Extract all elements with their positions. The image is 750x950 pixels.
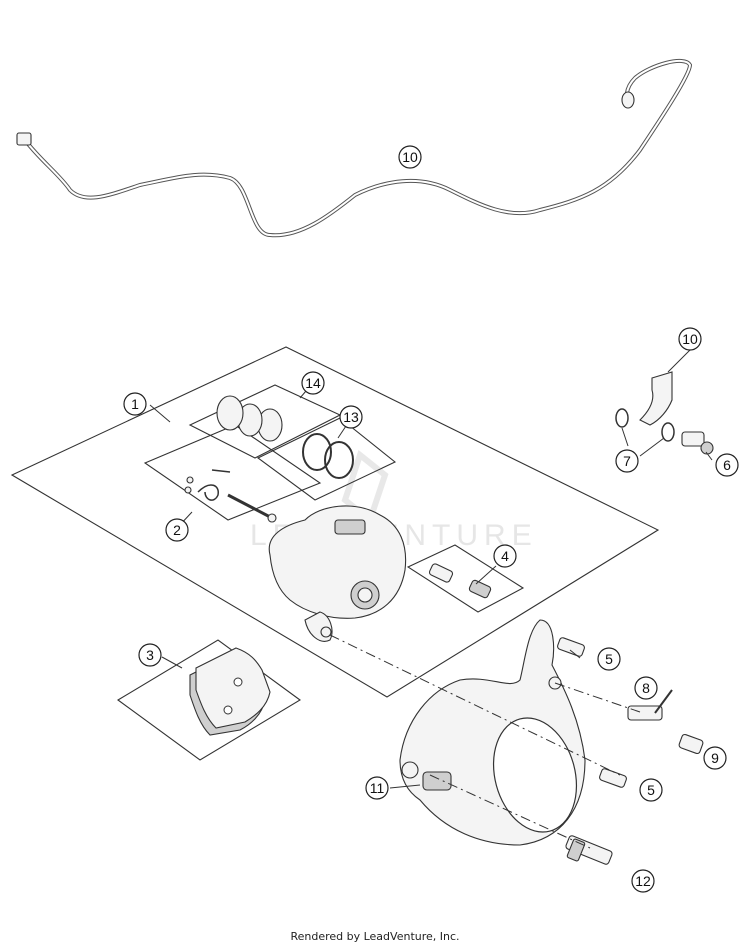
callout-11: 11 bbox=[365, 776, 389, 800]
callout-7: 7 bbox=[615, 449, 639, 473]
svg-text:7: 7 bbox=[623, 453, 631, 469]
svg-text:1: 1 bbox=[131, 396, 139, 412]
callout-1: 1 bbox=[123, 392, 147, 416]
svg-text:6: 6 bbox=[723, 457, 731, 473]
svg-text:3: 3 bbox=[146, 647, 154, 663]
svg-text:11: 11 bbox=[370, 780, 385, 796]
footer-credit: Rendered by LeadVenture, Inc. bbox=[290, 930, 460, 943]
callout-3: 3 bbox=[138, 643, 162, 667]
brake-hose bbox=[16, 59, 693, 238]
svg-text:13: 13 bbox=[343, 409, 359, 425]
callout-2: 2 bbox=[165, 518, 189, 542]
assembly-line-sensor bbox=[554, 682, 641, 713]
screw bbox=[678, 733, 704, 755]
bleeder-kit-boundary bbox=[406, 544, 525, 613]
callout-13: 13 bbox=[339, 405, 363, 429]
svg-text:10: 10 bbox=[402, 149, 418, 165]
seal-rings bbox=[302, 433, 354, 479]
callout-4: 4 bbox=[493, 544, 517, 568]
callout-10-right: 10 bbox=[678, 327, 702, 351]
callout-9: 9 bbox=[703, 746, 727, 770]
svg-text:14: 14 bbox=[305, 375, 321, 391]
banjo-fitting bbox=[615, 371, 714, 455]
assembly-line-axle bbox=[429, 774, 591, 849]
caliper-pins bbox=[184, 469, 277, 523]
seal-kit-boundary bbox=[256, 417, 397, 501]
callout-10-top: 10 bbox=[398, 145, 422, 169]
brake-pads bbox=[189, 647, 271, 736]
caliper-kit-boundary bbox=[10, 346, 660, 698]
bleeder-valves bbox=[428, 563, 492, 599]
svg-text:4: 4 bbox=[501, 548, 509, 564]
pistons bbox=[216, 395, 283, 442]
brake-pad-boundary bbox=[117, 639, 301, 761]
svg-text:10: 10 bbox=[682, 331, 698, 347]
svg-text:5: 5 bbox=[647, 782, 655, 798]
axle-bolt bbox=[565, 835, 613, 865]
assembly-line-caliper bbox=[329, 634, 621, 776]
callout-12: 12 bbox=[631, 869, 655, 893]
svg-text:9: 9 bbox=[711, 750, 719, 766]
sensor-fitting bbox=[627, 689, 673, 721]
svg-text:5: 5 bbox=[605, 651, 613, 667]
brake-caliper bbox=[268, 505, 407, 642]
bracket-bolt-lower bbox=[599, 768, 627, 788]
hose-end-fitting-right bbox=[621, 91, 635, 109]
caliper-bracket bbox=[399, 619, 586, 846]
hose-end-fitting-left bbox=[16, 132, 32, 146]
bracket-bolt-upper bbox=[557, 637, 585, 657]
leader-lines bbox=[149, 349, 713, 789]
callout-5-lower: 5 bbox=[639, 778, 663, 802]
svg-text:12: 12 bbox=[635, 873, 651, 889]
svg-text:2: 2 bbox=[173, 522, 181, 538]
callout-8: 8 bbox=[634, 676, 658, 700]
callout-5-upper: 5 bbox=[597, 647, 621, 671]
callout-6: 6 bbox=[715, 453, 739, 477]
svg-text:8: 8 bbox=[642, 680, 650, 696]
pin-kit-boundary bbox=[143, 424, 322, 521]
callout-14: 14 bbox=[301, 371, 325, 395]
